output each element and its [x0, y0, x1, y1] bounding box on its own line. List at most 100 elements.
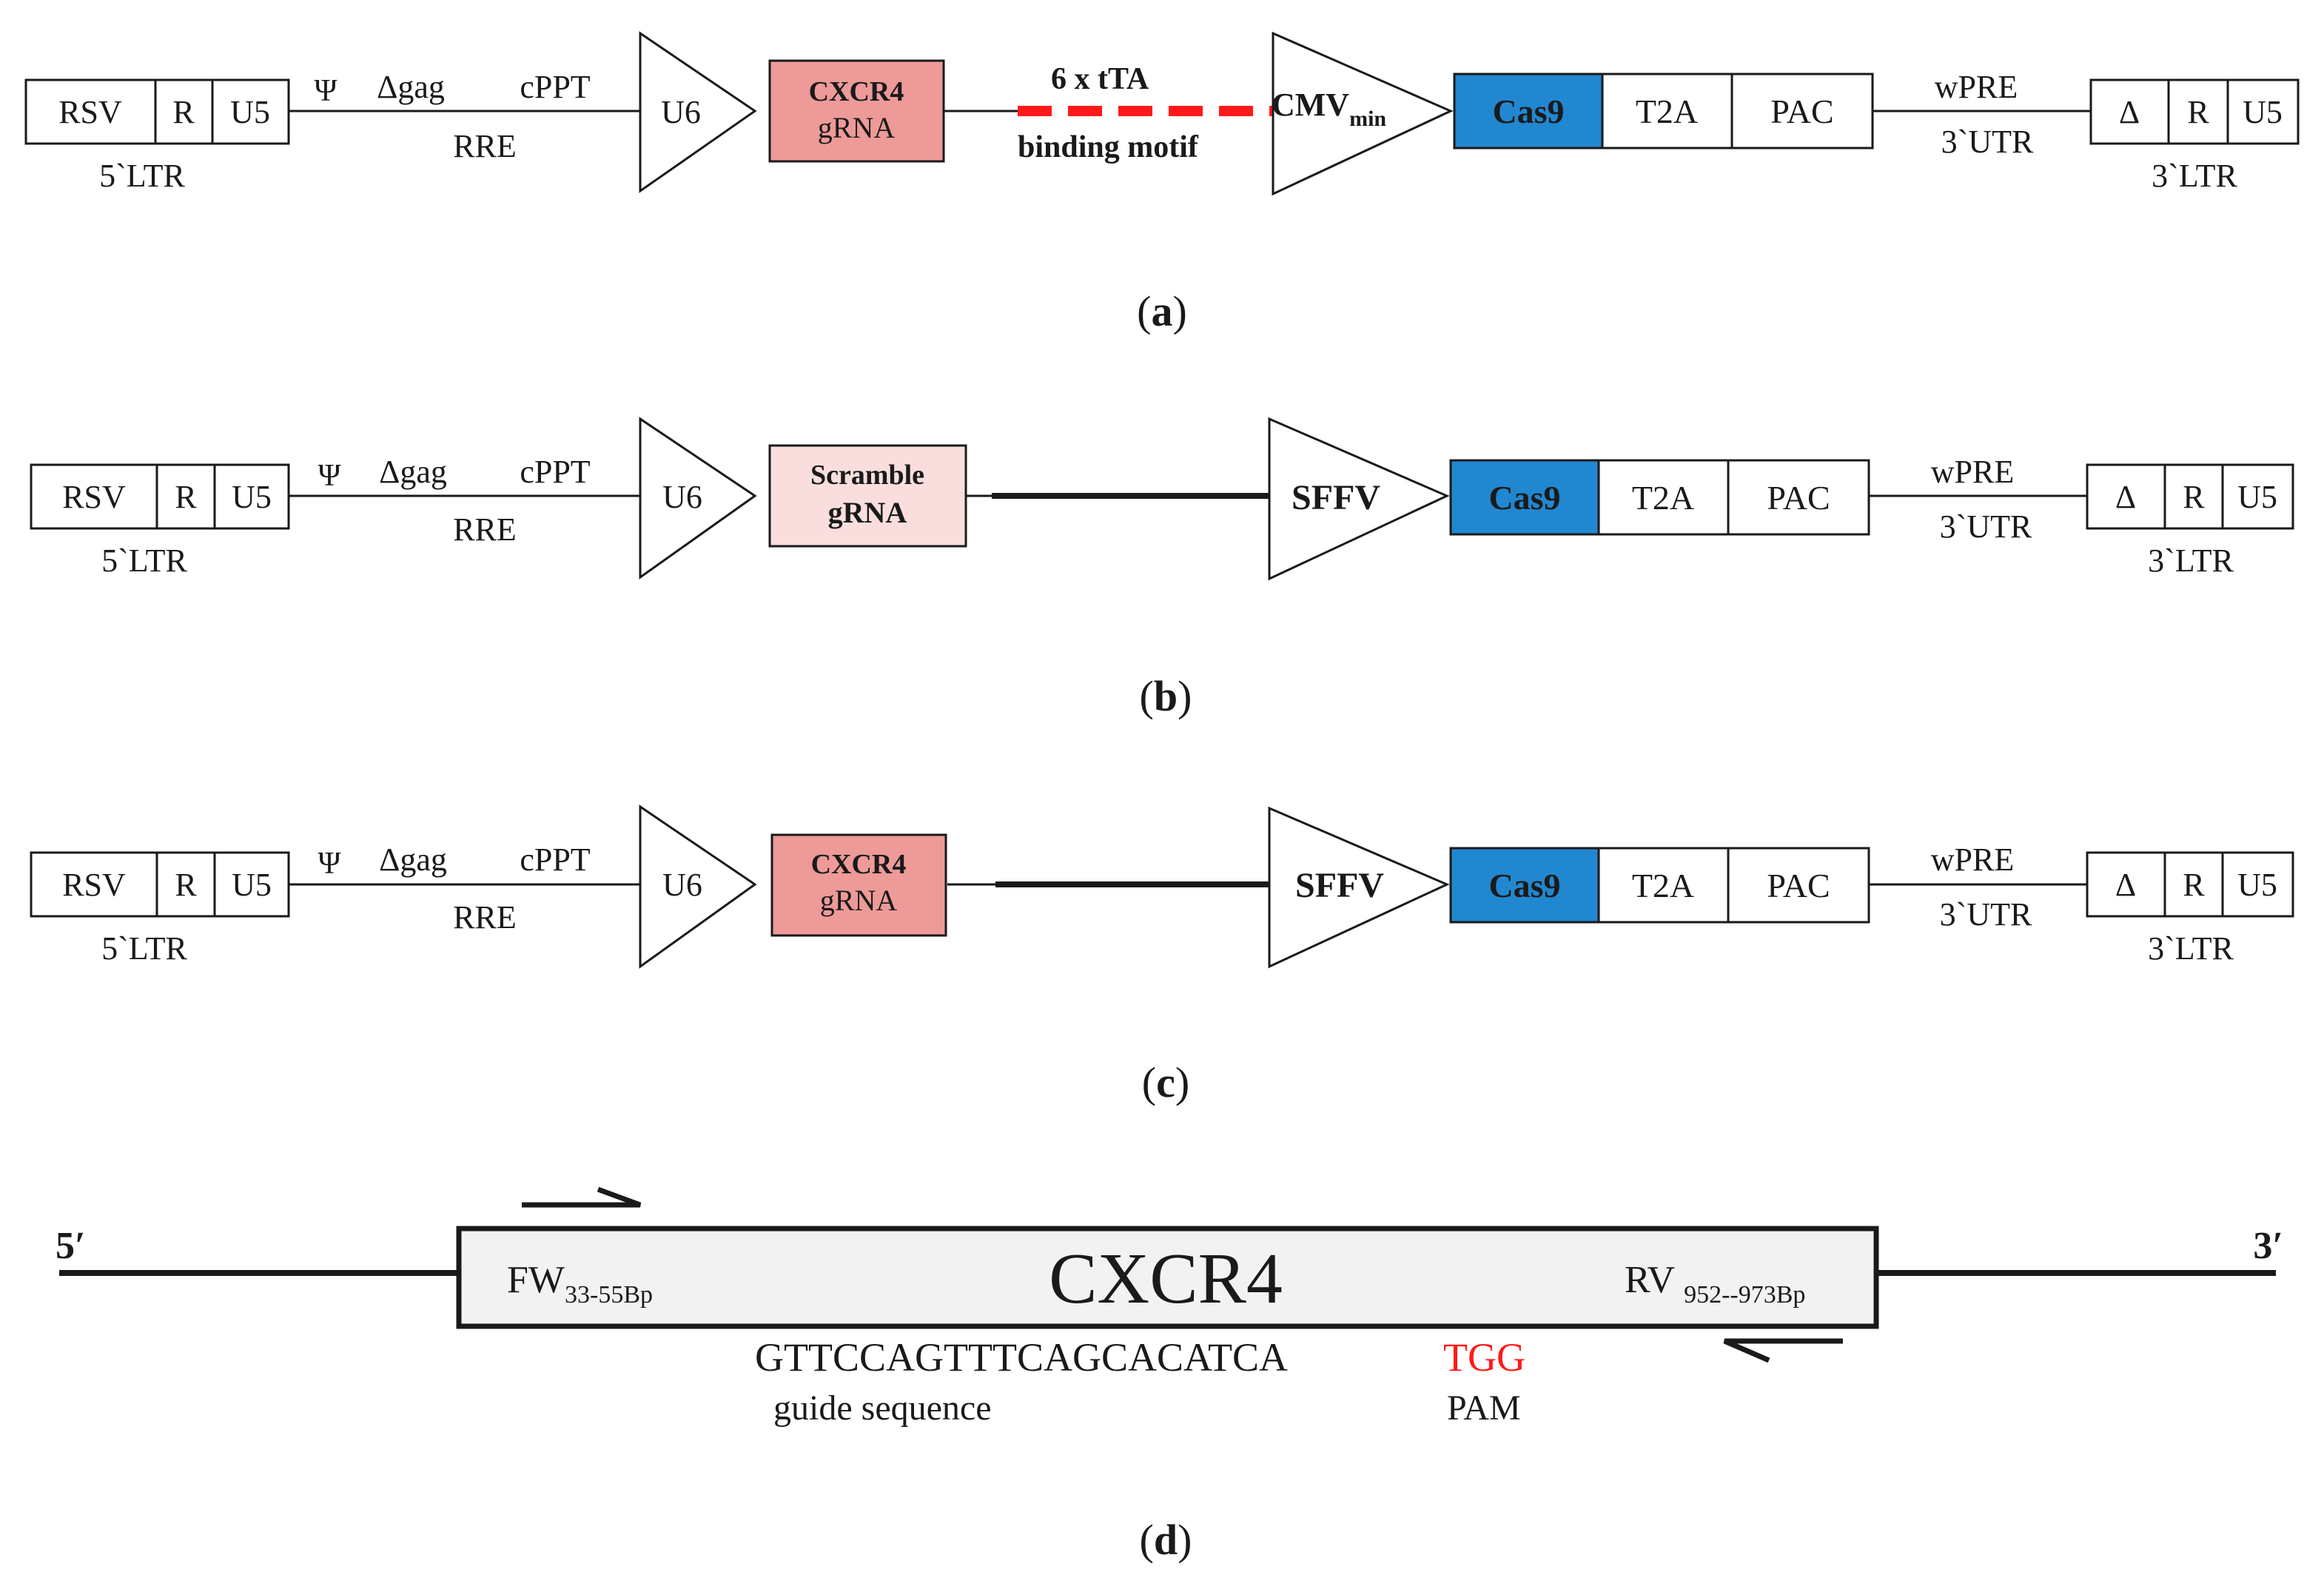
- ltr5-r-box: [154, 78, 214, 145]
- ltr3-delta-text: Δ: [2119, 94, 2140, 130]
- ltr5-rsv-box: [30, 851, 158, 918]
- utr3-label: 3`UTR: [1941, 124, 2034, 160]
- t2a-label: T2A: [1632, 867, 1694, 904]
- construct-b: RSV R U5 5`LTR Ψ Δgag cPPT RRE U6 Scramb…: [30, 417, 2294, 720]
- ltr5-r-text: R: [175, 867, 197, 903]
- t2a-box: [1597, 847, 1730, 924]
- tta-label-bottom: binding motif: [1018, 130, 1199, 164]
- ltr5-u5-text: U5: [232, 867, 272, 903]
- ltr3-r-text: R: [2183, 479, 2205, 515]
- ltr3-u5-box: [2221, 851, 2294, 918]
- tta-label-top: 6 x tTA: [1051, 62, 1149, 96]
- cmv-min-label: CMVmin: [1272, 87, 1386, 131]
- ltr3-label: 3`LTR: [2148, 930, 2234, 967]
- grna-type: gRNA: [828, 496, 907, 529]
- cppt-label: cPPT: [520, 841, 590, 878]
- ltr3-r-text: R: [2183, 867, 2205, 903]
- ltr3-label: 3`LTR: [2148, 542, 2234, 579]
- cas9-box: [1453, 73, 1604, 150]
- sffv-promoter-triangle: [1268, 417, 1450, 581]
- u6-label: U6: [662, 867, 702, 903]
- u6-promoter-triangle: [639, 31, 757, 193]
- ltr5-rsv-text: RSV: [58, 94, 122, 130]
- grna-type: gRNA: [820, 884, 898, 917]
- t2a-label: T2A: [1632, 479, 1694, 517]
- ltr5-u5-box: [213, 463, 290, 530]
- sffv-label: SFFV: [1295, 866, 1384, 905]
- psi-label: Ψ: [315, 74, 337, 108]
- panel-label-d-text: d: [1154, 1516, 1178, 1564]
- cmv-min-promoter-triangle: [1272, 31, 1454, 196]
- pac-label: PAC: [1770, 93, 1833, 130]
- panel-label-b: (b): [1140, 672, 1192, 720]
- reverse-primer-arrow-icon: [1723, 1338, 1843, 1363]
- u6-promoter-triangle: [639, 417, 757, 580]
- wpre-label: wPRE: [1935, 69, 2018, 105]
- cas9-label: Cas9: [1488, 867, 1560, 904]
- t2a-label: T2A: [1636, 93, 1698, 130]
- panel-label-d: (d): [1140, 1516, 1192, 1564]
- grna-name: Scramble: [810, 460, 924, 491]
- ltr5-u5-box: [211, 78, 290, 145]
- utr3-label: 3`UTR: [1940, 508, 2032, 545]
- ltr3-delta-box: [2086, 463, 2166, 530]
- u6-label: U6: [662, 479, 702, 515]
- ltr3-delta-text: Δ: [2115, 867, 2136, 903]
- ltr5-rsv-text: RSV: [62, 867, 126, 903]
- sffv-label: SFFV: [1292, 478, 1380, 517]
- utr3-label: 3`UTR: [1940, 896, 2032, 933]
- cppt-label: cPPT: [520, 454, 590, 490]
- construct-a: RSV R U5 5`LTR Ψ Δgag cPPT RRE U6 CXCR4 …: [24, 31, 2300, 335]
- panel-label-b-text: b: [1154, 672, 1178, 720]
- ltr3-delta-text: Δ: [2115, 479, 2136, 515]
- ltr5-label: 5`LTR: [99, 158, 185, 194]
- wpre-label: wPRE: [1931, 841, 2014, 878]
- ltr3-u5-text: U5: [2237, 867, 2277, 903]
- cas9-label: Cas9: [1488, 479, 1560, 517]
- ltr3-r-text: R: [2187, 94, 2209, 130]
- wpre-label: wPRE: [1931, 454, 2014, 490]
- ltr3-r-box: [2167, 78, 2229, 145]
- guide-sequence-label: guide sequence: [773, 1388, 992, 1428]
- rre-label: RRE: [453, 128, 517, 164]
- ltr5-u5-text: U5: [232, 479, 272, 515]
- sffv-promoter-triangle: [1268, 806, 1450, 969]
- grna-name: CXCR4: [809, 76, 904, 107]
- three-prime-end-label: 3′: [2253, 1225, 2283, 1267]
- pam-label: PAM: [1447, 1388, 1521, 1428]
- rre-label: RRE: [453, 899, 517, 935]
- cas9-box: [1449, 459, 1600, 536]
- ltr5-rsv-text: RSV: [62, 479, 126, 515]
- pac-box: [1727, 459, 1870, 536]
- u6-promoter-triangle: [639, 804, 757, 969]
- cxcr4-gene-box: [456, 1226, 1879, 1329]
- cxcr4-grna-box: [768, 59, 945, 163]
- scramble-grna-box: [768, 444, 967, 548]
- cas9-box: [1449, 847, 1600, 924]
- panel-label-c: (c): [1142, 1058, 1189, 1106]
- ltr3-u5-text: U5: [2243, 94, 2283, 130]
- panel-label-c-text: c: [1156, 1058, 1175, 1106]
- rre-label: RRE: [453, 511, 517, 548]
- ltr5-rsv-box: [24, 78, 157, 145]
- five-prime-end-label: 5′: [56, 1225, 86, 1267]
- pac-label: PAC: [1767, 479, 1830, 517]
- pac-box: [1730, 73, 1874, 150]
- construct-c: RSV R U5 5`LTR Ψ Δgag cPPT RRE U6 CXCR4 …: [30, 804, 2294, 1106]
- ltr5-r-text: R: [175, 479, 197, 515]
- ltr5-rsv-box: [30, 463, 158, 530]
- ltr3-delta-box: [2086, 851, 2166, 918]
- dgag-label: Δgag: [377, 69, 445, 105]
- psi-label: Ψ: [318, 459, 341, 493]
- forward-primer-label: FW33-55Bp: [507, 1259, 653, 1309]
- ltr3-u5-box: [2226, 78, 2300, 145]
- guide-sequence: GTTCCAGTTTCAGCACATCA: [755, 1335, 1288, 1380]
- ltr3-u5-text: U5: [2237, 479, 2277, 515]
- gene-name: CXCR4: [1049, 1239, 1283, 1319]
- cxcr4-grna-box: [770, 833, 947, 937]
- dgag-label: Δgag: [379, 454, 447, 490]
- ltr5-r-text: R: [172, 94, 195, 130]
